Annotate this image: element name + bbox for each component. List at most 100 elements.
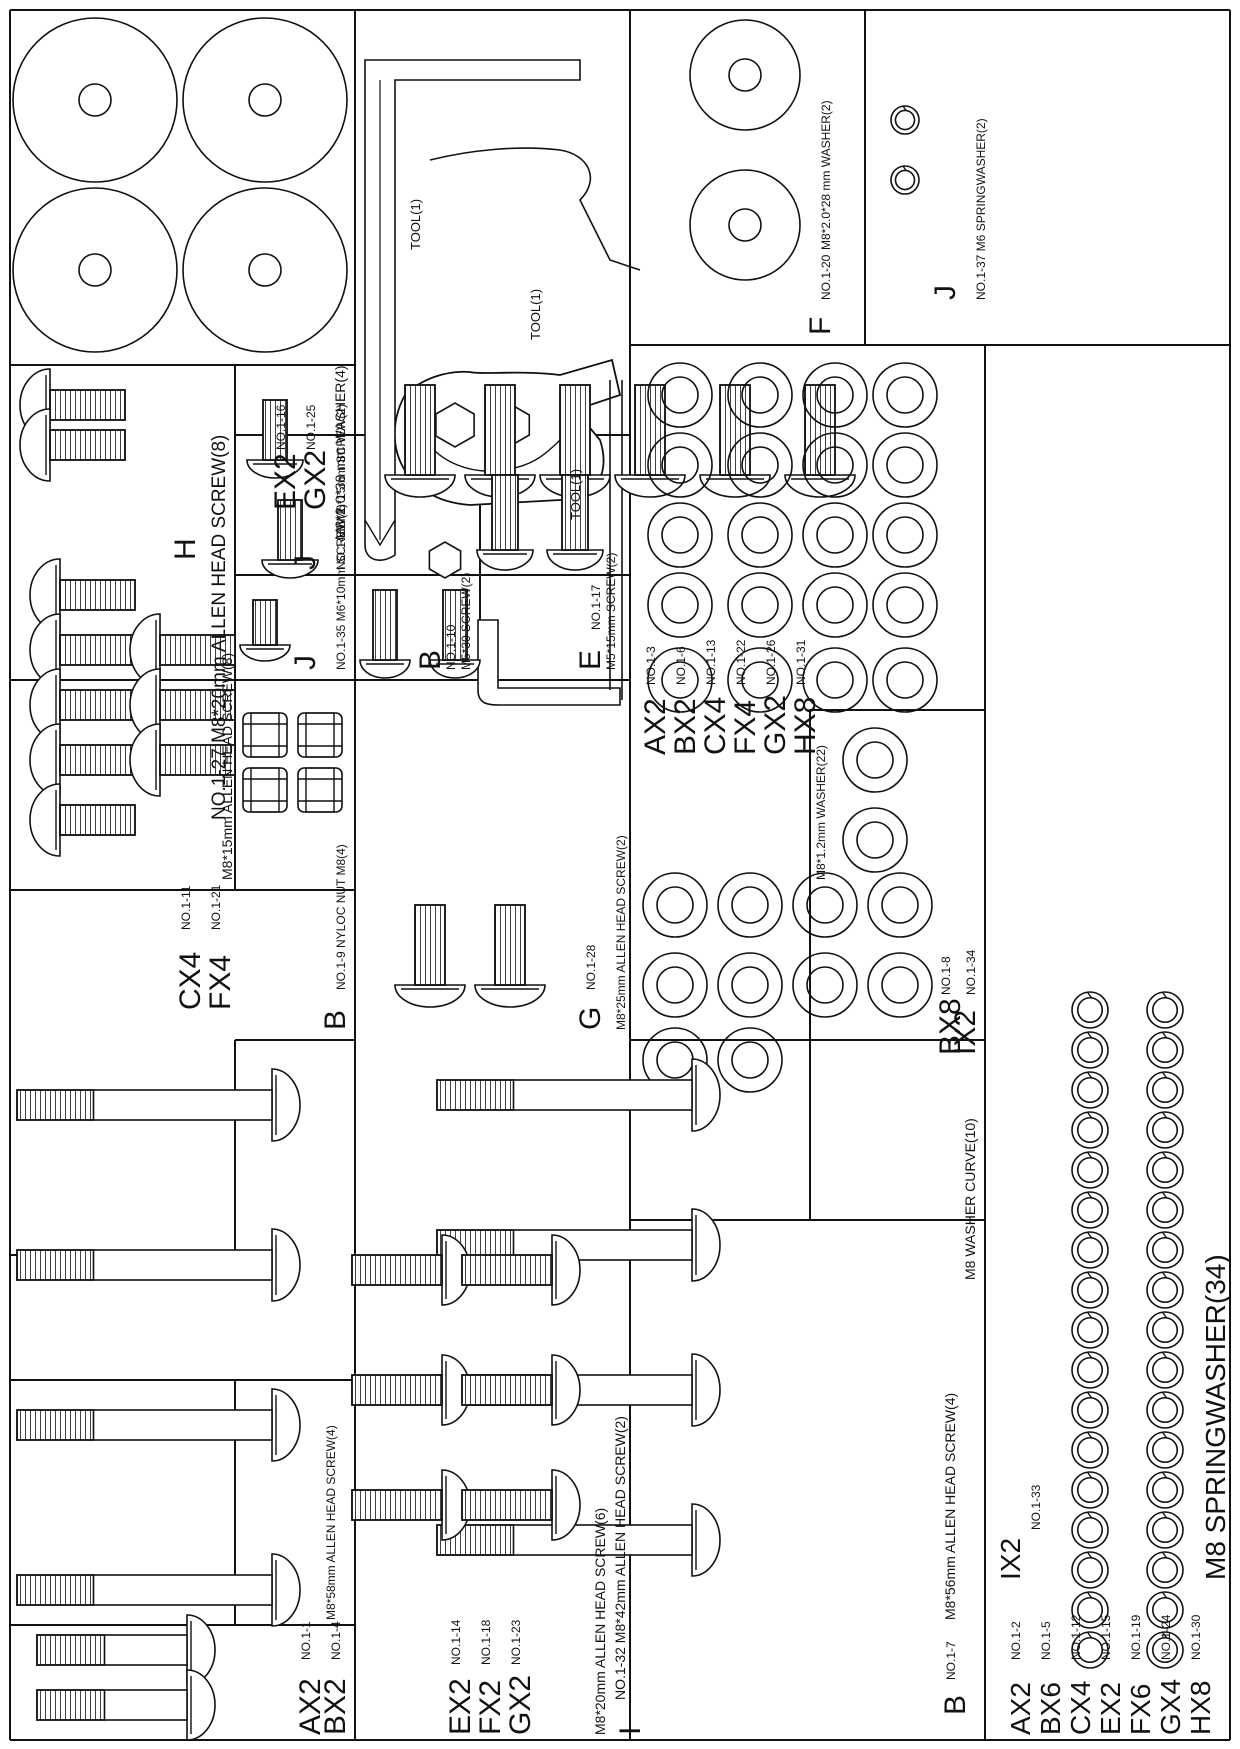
spring-washer-m8 [1146,1351,1184,1389]
spring-washer-m8 [1146,1151,1184,1189]
screw-m8-56mm [436,1503,721,1577]
label-part-no: NO.1-10 [444,624,458,670]
screw-m8-20mm [19,368,126,442]
label-description: NO.1-36 M6*15mm SCREW(2) [334,404,348,570]
label-description: M8*15mm ALLEN HEAD SCREW(8) [219,653,235,880]
label-part-no: NO.1-21 [209,884,223,930]
label-description: M8*20mm ALLEN HEAD SCREW(6) [592,1508,608,1735]
label-part-no: NO.1-18 [479,1619,493,1665]
spring-washer-m8 [1071,1631,1109,1669]
washer-m8-1.2mm [727,572,793,638]
spring-washer-m8 [1146,1071,1184,1109]
washer-m8-1.2mm [647,432,713,498]
label-part-no: NO.1-34 [964,949,978,995]
label-part-no: NO.1-24 [1159,1614,1173,1660]
spring-washer-m8 [1071,1311,1109,1349]
spring-washer-m8 [1146,1031,1184,1069]
spring-washer-m8 [1146,1631,1184,1669]
screw-m5-15mm [546,474,604,571]
label-qty: CX4 [174,952,207,1010]
label-part-no: NO.1-4 [329,1621,343,1660]
washer-m8-1.2mm [872,362,938,428]
label-qty: AX2 [294,1678,327,1735]
spring-washer-m8 [1071,1471,1109,1509]
washer-28mm [689,169,801,281]
label-qty: B [414,650,447,670]
label-description: M8*1.2mm WASHER(22) [814,745,828,880]
spring-washer-m8 [1071,1351,1109,1389]
label-qty: E [574,650,607,670]
label-part-no: NO.1-30 [1189,1614,1203,1660]
spring-washer-m8 [1146,1591,1184,1629]
screw-m8-15mm [129,723,236,797]
spring-washer-m8 [1071,1591,1109,1629]
label-qty: FX4 [204,955,237,1010]
label-description: M8 WASHER CURVE(10) [962,1118,978,1280]
label-qty: AX2 [1005,1682,1036,1735]
screw-m8-20mm [784,384,856,498]
washer-m8-1.2mm [802,572,868,638]
washer-m8-1.2mm [647,362,713,428]
label-qty: HX8 [789,697,822,755]
label-part-no: NO.1-31 [794,639,808,685]
label-qty: AX2 [639,698,672,755]
washer-curve-m8 [717,952,783,1018]
label-part-no: NO.1-6 [674,646,688,685]
washer-38mm [182,17,348,183]
washer-curve-m8 [867,952,933,1018]
screw-m5-30mm [359,589,411,679]
label-description: M8*25mm ALLEN HEAD SCREW(2) [614,835,628,1030]
screw-m8-15mm [29,783,136,857]
label-description: M8*58mm ALLEN HEAD SCREW(4) [324,1425,338,1620]
washer-curve-m8 [717,872,783,938]
nyloc-nut-m8 [297,767,343,813]
label-qty: J [289,655,322,670]
spring-washer-m8 [1071,1271,1109,1309]
label-qty: J [289,555,322,570]
label-qty: FX2 [474,1680,507,1735]
label-part-no: NO.1-1 [299,1621,313,1660]
label-qty: J [929,285,962,300]
spring-washer-m8 [1071,1431,1109,1469]
tool-label: TOOL(1) [568,469,583,520]
label-part-no: NO.1-23 [509,1619,523,1665]
label-description: M5*30 SCREW(2) [459,573,473,670]
label-qty: F [804,317,837,335]
label-qty: HX8 [1185,1681,1216,1735]
screw-m5-30mm [429,589,481,679]
nyloc-nut-m8 [242,767,288,813]
spring-washer-m8 [1146,1231,1184,1269]
spring-washer-m8 [1146,1271,1184,1309]
label-qty: GX2 [759,695,792,755]
label-description: NO.1-37 M6 SPRINGWASHER(2) [974,118,988,300]
washer-m8-1.2mm [727,647,793,713]
washer-m8-1.2mm [802,647,868,713]
washer-m8-1.2mm [647,647,713,713]
washer-curve-m8 [717,1027,783,1093]
label-qty: BX8 [934,998,967,1055]
screw-m6-10mm [239,599,291,662]
screw-m6-15mm [246,399,304,479]
washer-m8-1.2mm [647,502,713,568]
washer-m8-1.2mm [802,432,868,498]
washer-curve-m8 [642,872,708,938]
label-qty: FX6 [1125,1684,1156,1735]
screw-m8-20mm-b [351,1234,471,1306]
label-part-no: NO.1-14 [449,1619,463,1665]
label-qty: I [614,1727,647,1735]
spring-washer-m8 [1071,1231,1109,1269]
screw-m8-58mm [16,1068,301,1142]
screw-m8-15mm [129,668,236,742]
screw-m8-42mm [36,1614,216,1686]
spring-washer-m8 [1071,991,1109,1029]
spring-washer-m8 [1071,1391,1109,1429]
spring-washer-m8 [1071,1191,1109,1229]
label-qty: BX2 [669,698,702,755]
washer-m8-1.2mm [872,647,938,713]
spring-washer-m8 [1146,1471,1184,1509]
label-part-no: NO.1-13 [704,639,718,685]
label-part-no: NO.1-25 [304,404,318,450]
screw-m8-42mm [36,1669,216,1741]
